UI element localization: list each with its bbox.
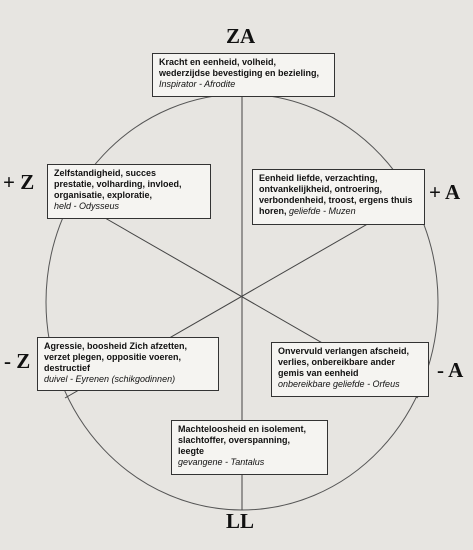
box-upper-left-line-3: organisatie, exploratie,	[54, 190, 153, 200]
box-upper-right-line-3: verbondenheid, troost, ergens thuis	[259, 195, 413, 205]
box-lower-right-line-2: verlies, onbereikbare ander	[278, 357, 396, 367]
box-lower-left: Agressie, boosheid Zich afzetten, verzet…	[37, 337, 219, 391]
box-upper-right-last-bold: horen,	[259, 206, 287, 216]
box-upper-right-line-1: Eenheid liefde, verzachting,	[259, 173, 378, 183]
box-upper-left-line-2: prestatie, volharding, invloed,	[54, 179, 182, 189]
box-upper-right-line-2: ontvankelijkheid, ontroering,	[259, 184, 383, 194]
box-top: Kracht en eenheid, volheid, wederzijdse …	[152, 53, 335, 97]
box-lower-right-subtitle: onbereikbare geliefde - Orfeus	[278, 379, 400, 389]
box-upper-right: Eenheid liefde, verzachting, ontvankelij…	[252, 169, 425, 225]
box-bottom: Machteloosheid en isolement, slachtoffer…	[171, 420, 328, 475]
box-lower-right-line-3: gemis van eenheid	[278, 368, 359, 378]
box-upper-right-subtitle: geliefde - Muzen	[289, 206, 356, 216]
box-bottom-subtitle: gevangene - Tantalus	[178, 457, 265, 467]
box-lower-left-line-3: destructief	[44, 363, 91, 373]
axis-label-upper-right: + A	[429, 180, 461, 204]
box-lower-right: Onvervuld verlangen afscheid, verlies, o…	[271, 342, 429, 397]
box-lower-left-subtitle: duivel - Eyrenen (schikgodinnen)	[44, 374, 176, 384]
box-upper-right-line-4: horen, geliefde - Muzen	[259, 206, 419, 217]
axis-label-lower-right: - A	[437, 358, 464, 382]
box-top-subtitle: Inspirator - Afrodite	[159, 79, 236, 89]
box-upper-left-subtitle: held - Odysseus	[54, 201, 120, 211]
box-lower-right-line-1: Onvervuld verlangen afscheid,	[278, 346, 410, 356]
box-upper-left-line-1: Zelfstandigheid, succes	[54, 168, 157, 178]
axis-label-upper-left: + Z	[3, 170, 35, 194]
box-top-line-2: wederzijdse bevestiging en bezieling,	[159, 68, 320, 78]
box-bottom-line-1: Machteloosheid en isolement,	[178, 424, 307, 434]
box-upper-left: Zelfstandigheid, succes prestatie, volha…	[47, 164, 211, 219]
box-lower-left-line-2: verzet plegen, oppositie voeren,	[44, 352, 182, 362]
box-lower-left-line-1: Agressie, boosheid Zich afzetten,	[44, 341, 188, 351]
box-bottom-line-3: leegte	[178, 446, 205, 456]
box-top-line-1: Kracht en eenheid, volheid,	[159, 57, 277, 67]
axis-label-lower-left: - Z	[4, 349, 31, 373]
axis-label-top: ZA	[226, 24, 256, 48]
box-bottom-line-2: slachtoffer, overspanning,	[178, 435, 291, 445]
axis-label-bottom: LL	[226, 509, 255, 533]
